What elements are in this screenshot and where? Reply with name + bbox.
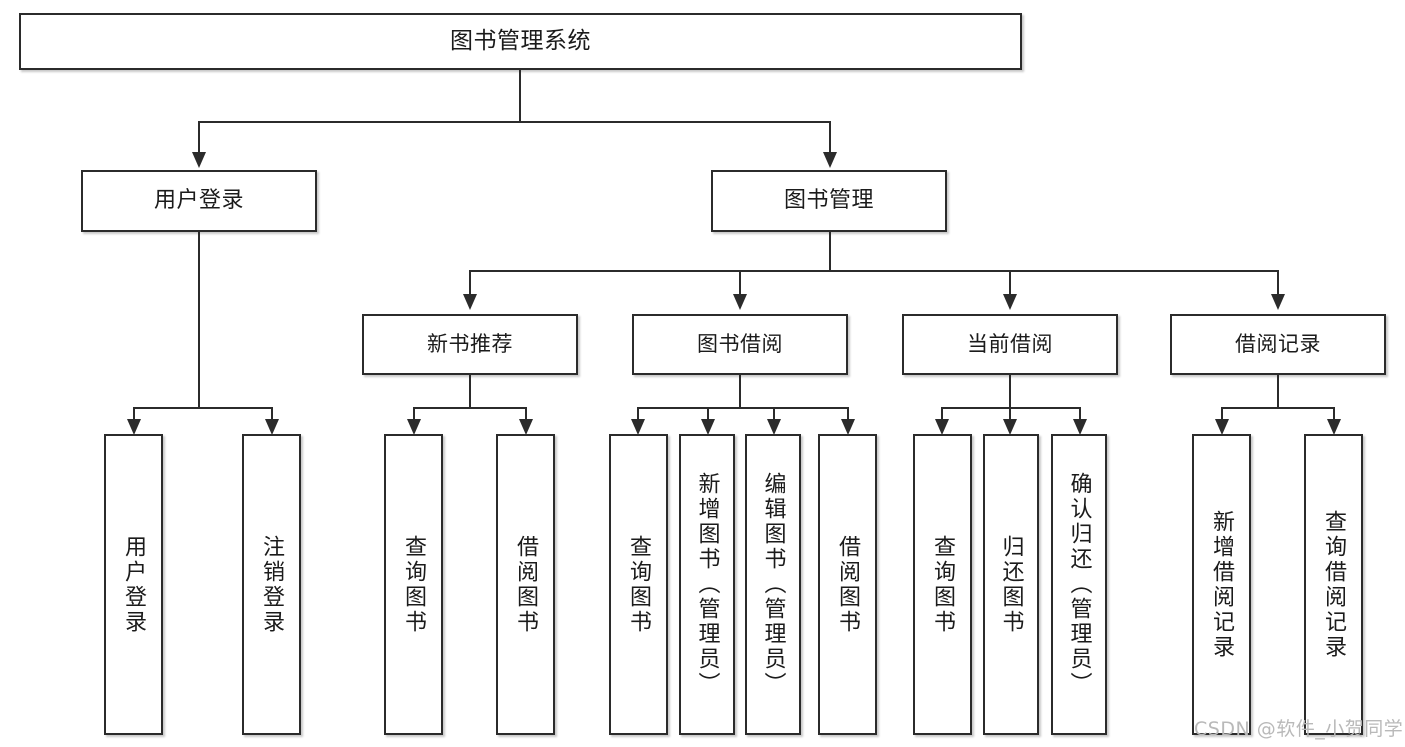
node-book-management[interactable]: 图书管理 xyxy=(711,170,947,232)
node-new-book-recommend[interactable]: 新书推荐 xyxy=(362,314,578,375)
node-label: 图书管理系统 xyxy=(450,28,591,55)
edge-user-login-stem xyxy=(198,232,200,408)
node-book-borrow[interactable]: 图书借阅 xyxy=(632,314,848,375)
node-label: 当前借阅 xyxy=(967,332,1053,357)
edge-root-stem xyxy=(519,70,521,122)
node-label: 新增图书（管理员） xyxy=(694,472,720,697)
edge-book-management-distributor xyxy=(469,270,1278,272)
node-label: 查询图书 xyxy=(401,534,427,635)
leaf-current-borrow-query-book[interactable]: 查询图书 xyxy=(913,434,972,735)
leaf-current-borrow-confirm-return-admin[interactable]: 确认归还（管理员） xyxy=(1051,434,1107,735)
node-label: 图书借阅 xyxy=(697,332,783,357)
node-current-borrow[interactable]: 当前借阅 xyxy=(902,314,1118,375)
arrow-bb-leaf-1 xyxy=(631,419,645,435)
node-label: 查询图书 xyxy=(626,534,652,635)
edge-bm-drop-current-borrow xyxy=(1009,270,1011,296)
edge-br-drop-2 xyxy=(1333,407,1335,421)
leaf-new-book-query-book[interactable]: 查询图书 xyxy=(384,434,443,735)
edge-new-book-drop-1 xyxy=(413,407,415,421)
leaf-book-borrow-query-book[interactable]: 查询图书 xyxy=(609,434,668,735)
edge-bm-drop-new-book xyxy=(469,270,471,296)
edge-new-book-stem xyxy=(469,375,471,408)
edge-current-borrow-stem xyxy=(1009,375,1011,408)
arrow-new-book-leaf-2 xyxy=(519,419,533,435)
arrow-cb-leaf-2 xyxy=(1003,419,1017,435)
leaf-current-borrow-return-book[interactable]: 归还图书 xyxy=(983,434,1039,735)
edge-user-login-drop-1 xyxy=(133,407,135,421)
node-label: 借阅记录 xyxy=(1235,332,1321,357)
edge-bb-drop-3 xyxy=(773,407,775,421)
arrow-user-login-leaf-1 xyxy=(127,419,141,435)
edge-current-borrow-distributor xyxy=(941,407,1081,409)
edge-book-management-stem xyxy=(829,232,831,271)
node-borrow-record[interactable]: 借阅记录 xyxy=(1170,314,1386,375)
node-root-book-management-system[interactable]: 图书管理系统 xyxy=(19,13,1022,70)
node-label: 图书管理 xyxy=(783,188,874,214)
arrow-br-leaf-1 xyxy=(1215,419,1229,435)
leaf-book-borrow-edit-book-admin[interactable]: 编辑图书（管理员） xyxy=(745,434,801,735)
edge-book-borrow-stem xyxy=(739,375,741,408)
node-label: 查询借阅记录 xyxy=(1321,509,1347,660)
arrow-bb-leaf-3 xyxy=(767,419,781,435)
arrow-cb-leaf-3 xyxy=(1073,419,1087,435)
arrow-bm-to-current-borrow xyxy=(1003,294,1017,310)
node-label: 用户登录 xyxy=(153,188,244,214)
node-label: 归还图书 xyxy=(998,534,1024,635)
edge-borrow-record-distributor xyxy=(1221,407,1335,409)
arrow-bm-to-borrow-record xyxy=(1271,294,1285,310)
edge-root-distributor xyxy=(198,121,831,123)
edge-bm-drop-borrow-record xyxy=(1277,270,1279,296)
arrow-root-to-book-management xyxy=(823,152,837,168)
leaf-borrow-record-query-record[interactable]: 查询借阅记录 xyxy=(1304,434,1363,735)
leaf-user-login-logout[interactable]: 注销登录 xyxy=(242,434,301,735)
edge-br-drop-1 xyxy=(1221,407,1223,421)
node-label: 编辑图书（管理员） xyxy=(760,472,786,697)
edge-cb-drop-2 xyxy=(1009,407,1011,421)
edge-bb-drop-4 xyxy=(847,407,849,421)
node-label: 新增借阅记录 xyxy=(1209,509,1235,660)
arrow-br-leaf-2 xyxy=(1327,419,1341,435)
csdn-watermark: CSDN @软件_小贺同学 xyxy=(1194,718,1404,740)
node-user-login[interactable]: 用户登录 xyxy=(81,170,317,232)
edge-borrow-record-stem xyxy=(1277,375,1279,408)
edge-new-book-distributor xyxy=(413,407,527,409)
arrow-bb-leaf-2 xyxy=(701,419,715,435)
node-label: 用户登录 xyxy=(121,534,147,635)
edge-user-login-distributor xyxy=(133,407,273,409)
node-label: 借阅图书 xyxy=(835,534,861,635)
leaf-book-borrow-add-book-admin[interactable]: 新增图书（管理员） xyxy=(679,434,735,735)
node-label: 借阅图书 xyxy=(513,534,539,635)
edge-bm-drop-book-borrow xyxy=(739,270,741,296)
node-label: 新书推荐 xyxy=(427,332,513,357)
leaf-new-book-borrow-book[interactable]: 借阅图书 xyxy=(496,434,555,735)
edge-cb-drop-3 xyxy=(1079,407,1081,421)
edge-bb-drop-1 xyxy=(637,407,639,421)
node-label: 注销登录 xyxy=(259,534,285,635)
arrow-user-login-leaf-2 xyxy=(265,419,279,435)
edge-book-borrow-distributor xyxy=(637,407,849,409)
edge-root-to-user-login xyxy=(198,121,200,154)
arrow-bm-to-new-book-recommend xyxy=(463,294,477,310)
edge-new-book-drop-2 xyxy=(525,407,527,421)
arrow-bm-to-book-borrow xyxy=(733,294,747,310)
edge-cb-drop-1 xyxy=(941,407,943,421)
leaf-user-login-login[interactable]: 用户登录 xyxy=(104,434,163,735)
leaf-book-borrow-borrow-book[interactable]: 借阅图书 xyxy=(818,434,877,735)
arrow-new-book-leaf-1 xyxy=(407,419,421,435)
arrow-root-to-user-login xyxy=(192,152,206,168)
edge-user-login-drop-2 xyxy=(271,407,273,421)
arrow-bb-leaf-4 xyxy=(841,419,855,435)
edge-root-to-book-management xyxy=(829,121,831,154)
leaf-borrow-record-add-record[interactable]: 新增借阅记录 xyxy=(1192,434,1251,735)
edge-bb-drop-2 xyxy=(707,407,709,421)
node-label: 查询图书 xyxy=(930,534,956,635)
node-label: 确认归还（管理员） xyxy=(1066,472,1092,697)
arrow-cb-leaf-1 xyxy=(935,419,949,435)
